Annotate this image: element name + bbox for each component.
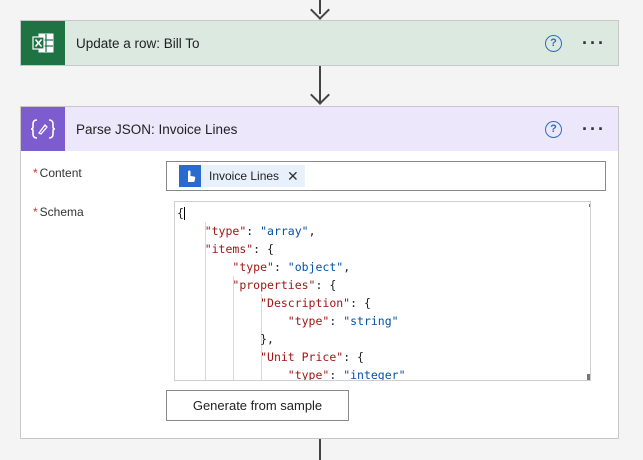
connector-line-top xyxy=(319,0,321,14)
schema-editor[interactable]: { "type": "array", "items": { "type": "o… xyxy=(174,201,591,381)
help-icon[interactable]: ? xyxy=(545,34,563,52)
remove-token-icon[interactable]: ✕ xyxy=(287,167,299,184)
manual-trigger-icon xyxy=(179,165,201,187)
step-card-update-row[interactable]: Update a row: Bill To ? ··· xyxy=(20,20,619,66)
step-card-parse-json[interactable]: Parse JSON: Invoice Lines ? ··· *Content… xyxy=(20,106,619,439)
content-label-text: Content xyxy=(39,166,82,180)
connector-line-bottom xyxy=(319,439,321,460)
indent-guide xyxy=(205,222,206,380)
help-icon[interactable]: ? xyxy=(545,120,563,138)
step-title: Parse JSON: Invoice Lines xyxy=(76,121,238,137)
schema-label: *Schema xyxy=(33,205,84,219)
json-parse-icon xyxy=(21,107,65,151)
generate-from-sample-button[interactable]: Generate from sample xyxy=(166,390,349,421)
step-header[interactable]: Update a row: Bill To ? ··· xyxy=(21,21,618,65)
resize-handle[interactable] xyxy=(587,374,590,380)
content-label: *Content xyxy=(33,166,82,180)
required-marker: * xyxy=(33,166,38,180)
schema-code[interactable]: { "type": "array", "items": { "type": "o… xyxy=(177,206,406,381)
excel-icon xyxy=(21,21,65,65)
indent-guide xyxy=(233,276,234,380)
content-input[interactable]: Invoice Lines ✕ xyxy=(166,161,606,191)
scrollbar-top-marker[interactable] xyxy=(589,204,590,207)
step-title: Update a row: Bill To xyxy=(76,35,200,51)
indent-guide xyxy=(261,294,262,380)
schema-label-text: Schema xyxy=(39,205,84,219)
token-label: Invoice Lines xyxy=(209,169,280,183)
more-options-icon[interactable]: ··· xyxy=(582,32,606,53)
step-header[interactable]: Parse JSON: Invoice Lines ? ··· xyxy=(21,107,618,151)
more-options-icon[interactable]: ··· xyxy=(582,118,606,139)
dynamic-content-token[interactable]: Invoice Lines ✕ xyxy=(179,165,305,187)
connector-line-middle xyxy=(319,66,321,102)
text-cursor xyxy=(183,207,185,220)
connector-arrow-top xyxy=(310,0,330,20)
connector-arrow-middle xyxy=(310,85,330,105)
required-marker: * xyxy=(33,205,38,219)
